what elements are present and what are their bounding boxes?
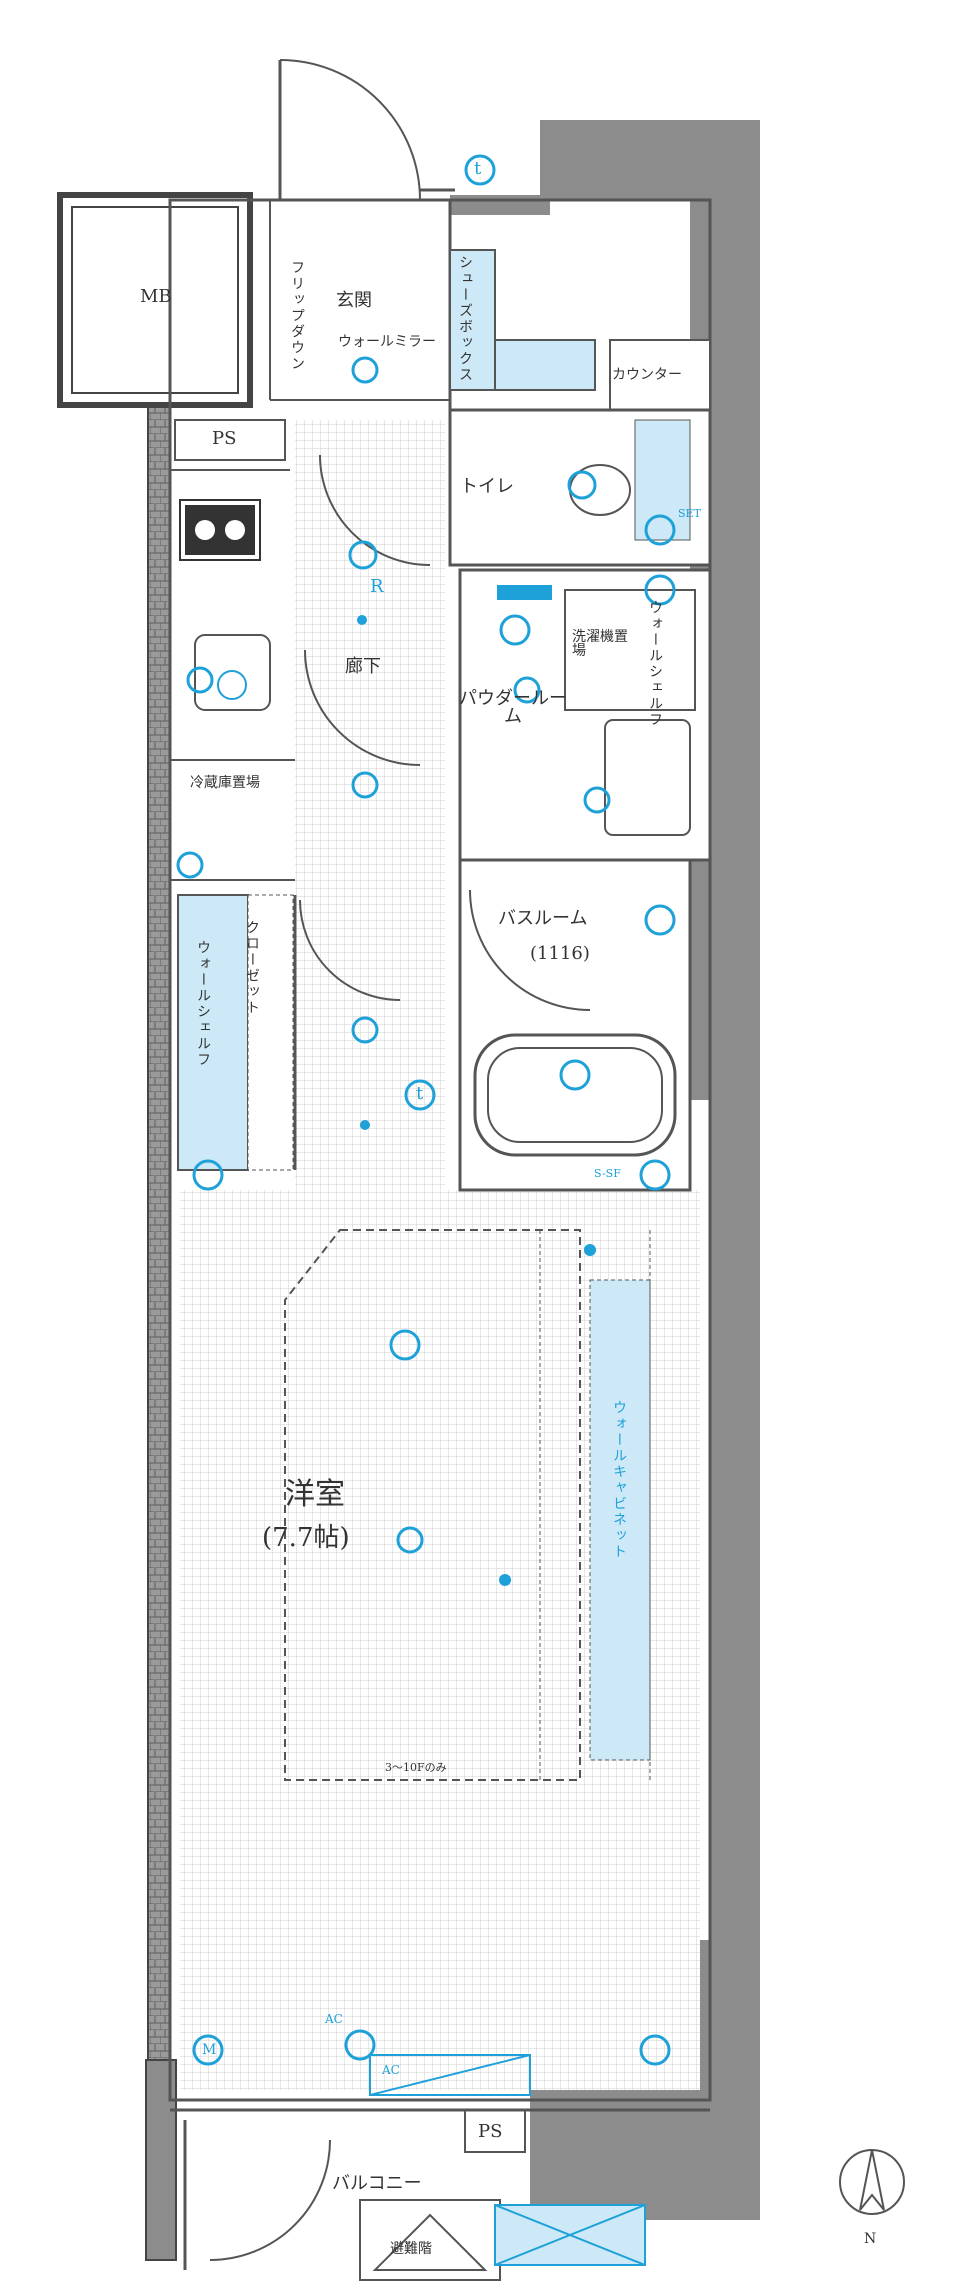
hallway-floor bbox=[295, 420, 445, 1200]
entrance-label: 玄関 bbox=[336, 290, 372, 311]
washer-shelf-label: ウォールシェルフ bbox=[647, 600, 663, 728]
north-arrow-icon bbox=[839, 2149, 905, 2215]
north-label: N bbox=[864, 2231, 877, 2247]
main-room-label: 洋室 bbox=[285, 1477, 345, 1512]
set-symbol: SET bbox=[678, 507, 701, 520]
hallway-label: 廊下 bbox=[345, 656, 381, 677]
fridge-label: 冷蔵庫置場 bbox=[190, 775, 260, 791]
wall-cabinet-label: ウォールキャビネット bbox=[611, 1400, 627, 1560]
r-symbol: R bbox=[370, 576, 384, 597]
evac-hatch bbox=[359, 2199, 501, 2281]
washer-label: 洗濯機置場 bbox=[572, 629, 628, 659]
wall-shelf-box bbox=[177, 894, 249, 1171]
ac-symbol-2: AC bbox=[382, 2063, 400, 2077]
flip-down-label: フリップダウン bbox=[289, 260, 305, 372]
wall-shelf-label: ウォールシェルフ bbox=[195, 940, 211, 1068]
mb-label: MB bbox=[140, 286, 172, 307]
bath-size: (1116) bbox=[530, 943, 590, 964]
counter-box bbox=[609, 339, 711, 411]
floor-note: 3～10Fのみ bbox=[385, 1761, 447, 1774]
bathtub bbox=[473, 1033, 677, 1157]
t-symbol-hall: t bbox=[416, 1083, 424, 1104]
tall-closet-label: クローゼット bbox=[244, 920, 260, 1016]
t-symbol-top: t bbox=[474, 158, 482, 179]
powder-label: パウダールーム bbox=[459, 688, 567, 727]
shoe-box bbox=[449, 249, 496, 391]
main-room-size: (7.7帖) bbox=[262, 1523, 350, 1553]
counter-label: カウンター bbox=[612, 367, 682, 383]
ac-symbol: AC bbox=[325, 2012, 343, 2026]
left-wall bbox=[147, 399, 171, 2061]
wall-cabinet bbox=[589, 1279, 651, 1761]
shoe-mirror-label: ウォールミラー bbox=[338, 334, 436, 350]
kitchen-sink bbox=[194, 634, 271, 711]
balcony-label: バルコニー bbox=[332, 2173, 422, 2194]
ssf-symbol: S-SF bbox=[594, 1167, 621, 1180]
toilet-label: トイレ bbox=[460, 476, 514, 497]
ps-bottom-label: PS bbox=[478, 2121, 503, 2142]
wall-top-strip bbox=[450, 195, 550, 215]
m-symbol: M bbox=[202, 2042, 217, 2058]
fixture-icons bbox=[176, 154, 676, 2066]
ps-top bbox=[174, 419, 286, 461]
shoe-box-label: シューズボックス bbox=[457, 255, 473, 383]
ac-unit bbox=[369, 2054, 531, 2096]
bath-label: バスルーム bbox=[498, 908, 588, 929]
ps-top-label: PS bbox=[212, 428, 237, 449]
dot-icons bbox=[357, 615, 596, 1586]
ps-bottom bbox=[464, 2109, 526, 2153]
evac-label: 避難階 bbox=[390, 2241, 432, 2257]
